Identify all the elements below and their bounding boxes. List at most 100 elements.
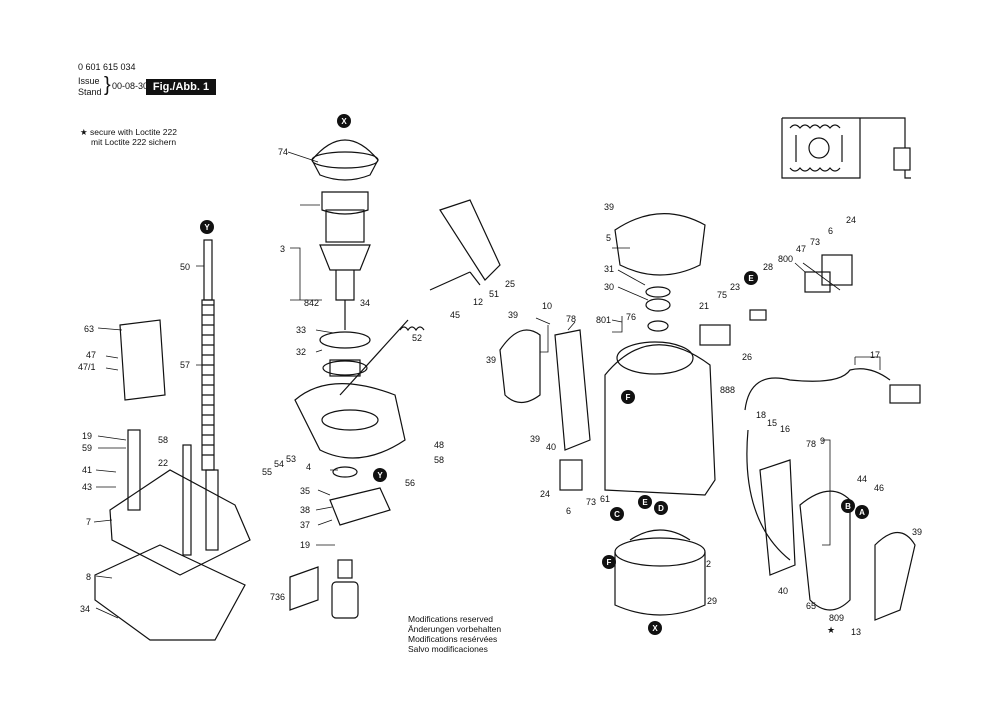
part-label: 13 [851,627,861,637]
part-label: 736 [270,592,285,602]
part-number: 0 601 615 034 [78,62,136,72]
part-label: 10 [542,301,552,311]
part-label: 33 [296,325,306,335]
part-label: 61 [600,494,610,504]
motor-schematic-icon [781,117,911,179]
part-label: 40 [778,586,788,596]
issue-stand-labels: Issue Stand [78,76,102,98]
part-label: 74 [278,147,288,157]
part-label: 32 [296,347,306,357]
marker-letter: E [748,274,754,283]
figure-badge: Fig./Abb. 1 [146,79,216,95]
part-label: 21 [699,301,709,311]
bearing-plate [294,331,406,459]
part-label: 801 [596,315,611,325]
marker-x-bottom [648,621,662,635]
part-label: 34 [360,298,370,308]
part-label: 6 [566,506,571,516]
part-label: 52 [412,333,422,343]
part-label: 24 [846,215,856,225]
issue-date: 00-08-30 [112,81,149,91]
part-label: 43 [82,482,92,492]
collet-nut [289,466,391,619]
motor-housing [604,213,716,496]
router-base [94,319,251,641]
mod-line-es: Salvo modificaciones [408,644,488,654]
part-label: 51 [489,289,499,299]
part-label: 39 [604,202,614,212]
part-label: 809 [829,613,844,623]
part-label: 34 [80,604,90,614]
part-label: 50 [180,262,190,272]
loctite-note-en: secure with Loctite 222 [90,127,177,137]
stand-label: Stand [78,87,102,97]
loctite-note-de: mit Loctite 222 sichern [91,137,177,147]
part-label: 57 [180,360,190,370]
loctite-star-icon: ★ [80,127,88,137]
part-label: 63 [84,324,94,334]
part-label: 39 [530,434,540,444]
part-label: 55 [262,467,272,477]
marker-letters: X Y Y E F C E D F X B A [204,117,865,633]
part-label: 17 [870,350,880,360]
part-label: 22 [158,458,168,468]
marker-letter: D [658,504,664,513]
part-label: 30 [604,282,614,292]
part-label: 65 [806,601,816,611]
marker-f-housing [621,390,635,404]
marker-y-left [200,220,214,234]
part-label: 38 [300,505,310,515]
part-label: 40 [546,442,556,452]
part-label: 46 [874,483,884,493]
part-label: 41 [82,465,92,475]
part-label: 23 [730,282,740,292]
mod-line-en: Modifications reserved [408,614,494,624]
part-label: 47 [796,244,806,254]
part-label: 16 [780,424,790,434]
part-label: 5 [606,233,611,243]
part-label: 6 [828,226,833,236]
part-label: 19 [300,540,310,550]
brush-holder [559,254,853,491]
part-label: 29 [707,596,717,606]
marker-e-top [744,271,758,285]
part-label: 2 [706,559,711,569]
part-label: 58 [434,455,444,465]
part-label: 39 [508,310,518,320]
part-label: 19 [82,431,92,441]
part-label: 59 [82,443,92,453]
reference-markers [200,114,869,635]
loctite-note: ★ secure with Loctite 222 mit Loctite 22… [80,127,177,147]
part-labels: 74 3 842 34 33 32 12 51 25 45 52 50 57 6… [78,147,922,637]
part-label: 78 [806,439,816,449]
part-label: 47/1 [78,362,96,372]
part-label: 12 [473,297,483,307]
marker-c [610,507,624,521]
switch-lever [339,199,501,396]
part-label: 3 [280,244,285,254]
marker-y-center [373,468,387,482]
part-label: 75 [717,290,727,300]
part-label: 35 [300,486,310,496]
brace-glyph: } [104,74,111,96]
part-label: 53 [286,454,296,464]
part-label: 45 [450,310,460,320]
part-label: 24 [540,489,550,499]
part-label: 18 [756,410,766,420]
marker-letter: Y [377,471,383,480]
marker-letter: X [652,624,658,633]
field-stator [614,529,706,616]
loctite-star-icon: ★ [827,625,835,635]
part-label: 73 [586,497,596,507]
marker-e-stator [638,495,652,509]
part-label: 78 [566,314,576,324]
part-label: 44 [857,474,867,484]
part-label: 56 [405,478,415,488]
part-label: 39 [486,355,496,365]
marker-letter: X [341,117,347,126]
part-label: 73 [810,237,820,247]
part-label: 31 [604,264,614,274]
part-label: 39 [912,527,922,537]
part-label: 48 [434,440,444,450]
marker-letter: F [626,393,631,402]
